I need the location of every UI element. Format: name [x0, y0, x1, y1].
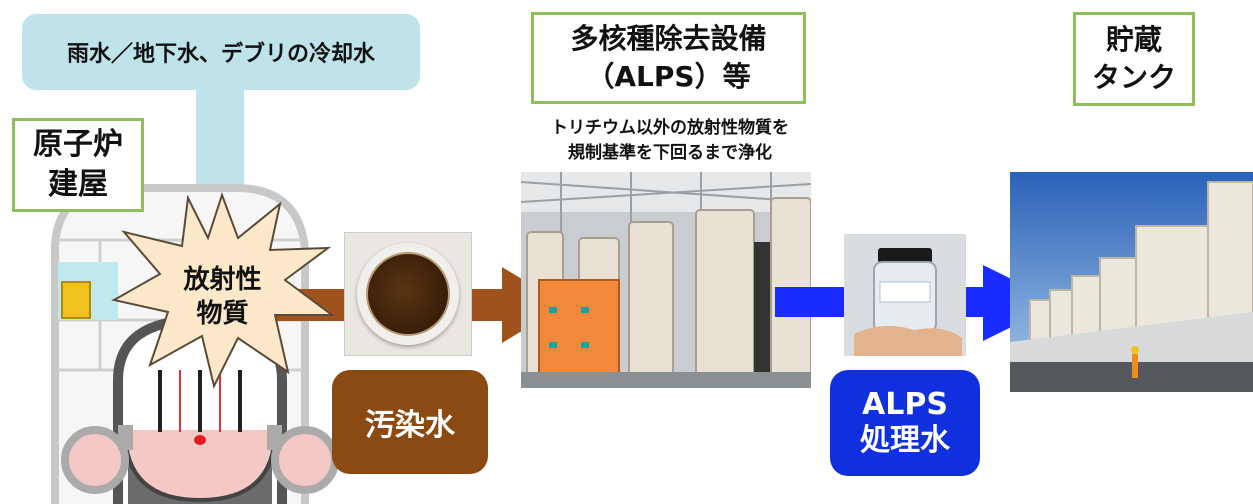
- reactor-building-line2: 建屋: [48, 167, 108, 202]
- water-source-text: 雨水／地下水、デブリの冷却水: [66, 42, 375, 67]
- contaminated-water-photo: [344, 232, 472, 356]
- contaminated-water-pill: 汚染水: [332, 370, 488, 474]
- reactor-building-label: 原子炉 建屋: [12, 118, 144, 212]
- radioactive-burst-icon: [111, 191, 335, 389]
- alps-treated-water-pill: ALPS 処理水: [830, 370, 980, 476]
- alps-description: トリチウム以外の放射性物質を 規制基準を下回るまで浄化: [500, 116, 840, 166]
- storage-line1: 貯蔵: [1105, 23, 1162, 56]
- water-source-box: 雨水／地下水、デブリの冷却水: [22, 14, 420, 90]
- alps-title-box: 多核種除去設備 （ALPS）等: [531, 12, 806, 104]
- radioactive-label: 放射性 物質: [160, 263, 285, 331]
- treated-water-photo: [844, 234, 966, 356]
- storage-tank-label: 貯蔵 タンク: [1073, 12, 1195, 106]
- storage-line2: タンク: [1091, 61, 1176, 94]
- treated-water-line1: ALPS: [862, 387, 948, 422]
- alps-title-line1: 多核種除去設備: [570, 22, 767, 55]
- reactor-building-line1: 原子炉: [33, 127, 123, 162]
- radioactive-line1: 放射性: [183, 265, 262, 295]
- storage-tanks-photo: [1010, 172, 1253, 392]
- treated-water-line2: 処理水: [860, 423, 950, 458]
- radioactive-line2: 物質: [196, 299, 249, 329]
- alps-title-line2: （ALPS）等: [586, 60, 751, 93]
- alps-desc-line2: 規制基準を下回るまで浄化: [568, 143, 772, 163]
- alps-desc-line1: トリチウム以外の放射性物質を: [551, 118, 789, 138]
- alps-facility-photo: [521, 172, 811, 388]
- contaminated-water-label: 汚染水: [365, 408, 455, 443]
